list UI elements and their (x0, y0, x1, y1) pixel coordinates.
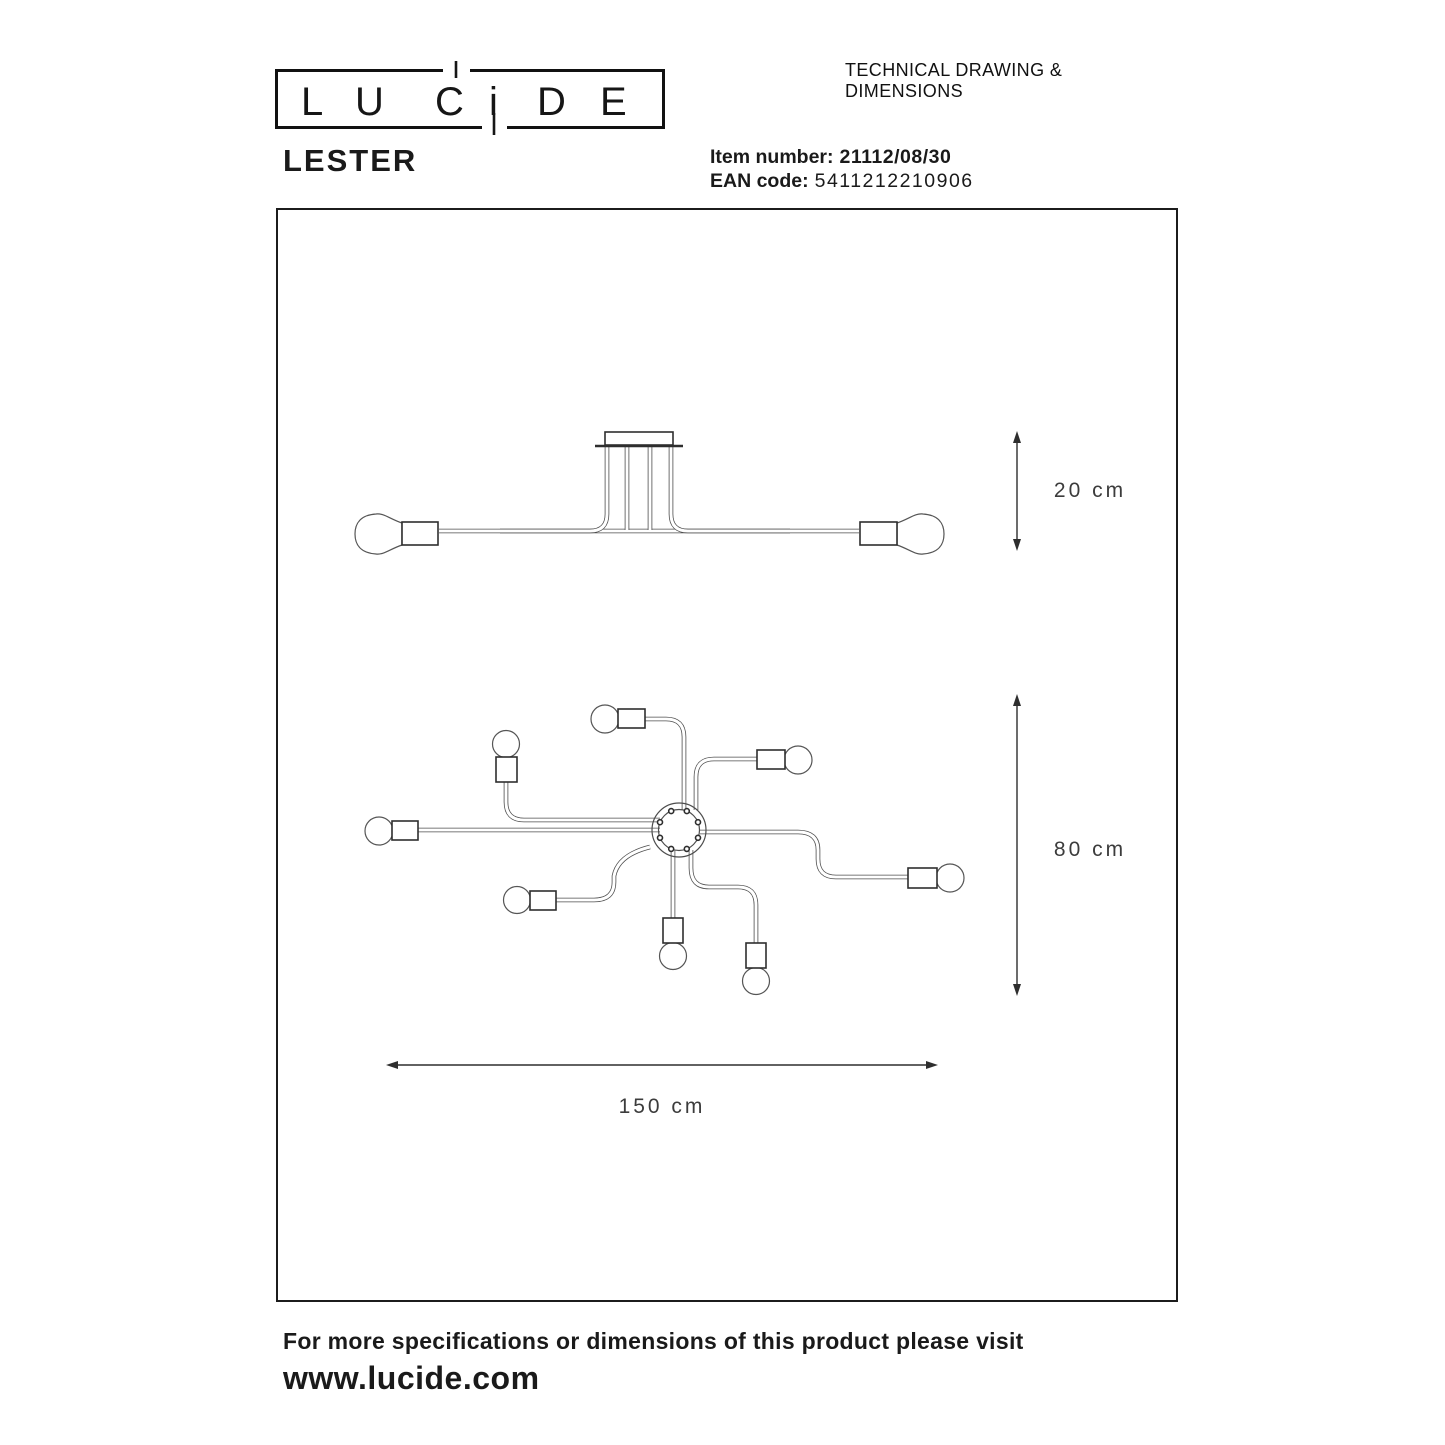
bulb-upper-left (491, 729, 521, 759)
logo-letter: D (537, 80, 566, 124)
top-view-drawing (364, 704, 965, 996)
product-name: LESTER (283, 143, 418, 178)
arrow-up-icon (1013, 694, 1021, 706)
socket-upper-left (495, 756, 518, 783)
bulb-side-right (896, 513, 945, 555)
item-number-label: Item number: (710, 146, 834, 168)
depth-dimension: 80 cm (1013, 694, 1126, 996)
socket-upper-right (756, 749, 786, 770)
socket-side-left (401, 521, 439, 546)
hub-connectors (656, 807, 702, 853)
socket-bottom (662, 917, 684, 944)
footer-note: For more specifications or dimensions of… (283, 1328, 1024, 1354)
item-number-value: 21112/08/30 (839, 146, 952, 168)
logo-letter: U (355, 80, 384, 124)
ean-code-value: 5411212210906 (814, 170, 974, 192)
top-view-bulbs (364, 704, 965, 996)
side-view-arms (439, 446, 859, 531)
arrow-down-icon (1013, 984, 1021, 996)
side-view-drawing (354, 431, 945, 555)
drawing-frame (276, 208, 1178, 1302)
bulb-right (935, 863, 965, 893)
arrow-down-icon (1013, 539, 1021, 551)
logo-letter: E (600, 80, 627, 124)
socket-right (907, 867, 938, 889)
bulb-left (364, 816, 394, 846)
socket-left (391, 820, 419, 841)
ceiling-canopy (604, 431, 674, 446)
socket-top (617, 708, 646, 729)
bulb-upper-right (783, 745, 813, 775)
width-dimension-label: 150 cm (619, 1095, 706, 1118)
bulb-lower-left (502, 885, 532, 915)
hub-outer-ring (651, 802, 707, 858)
footer-website: www.lucide.com (283, 1360, 540, 1396)
top-view-sockets (391, 708, 938, 969)
page-title: TECHNICAL DRAWING & DIMENSIONS (845, 60, 1063, 101)
top-view-arms (417, 719, 908, 943)
lucide-logo: L U C i D E (275, 61, 665, 135)
width-dimension: 150 cm (386, 1061, 938, 1118)
bulb-top (590, 704, 620, 734)
socket-lower-left (529, 890, 557, 911)
arrow-left-icon (386, 1061, 398, 1069)
bulb-bottom (658, 941, 688, 971)
product-codes: Item number: 21112/08/30 EAN code: 54112… (710, 145, 974, 193)
arrow-right-icon (926, 1061, 938, 1069)
bulb-side-left (354, 513, 403, 555)
ean-code-label: EAN code: (710, 170, 809, 192)
arrow-up-icon (1013, 431, 1021, 443)
height-dimension: 20 cm (1013, 431, 1126, 551)
bulb-bottom-right (741, 966, 771, 996)
logo-border (275, 69, 665, 129)
depth-dimension-label: 80 cm (1054, 838, 1126, 861)
item-number-row: Item number: 21112/08/30 (710, 145, 974, 169)
ceiling-hub (651, 802, 707, 858)
logo-letters: L U C i D E (301, 80, 627, 124)
logo-letter: i (489, 80, 498, 124)
socket-side-right (859, 521, 898, 546)
logo-letter: C (435, 80, 464, 124)
height-dimension-label: 20 cm (1054, 479, 1126, 502)
socket-bottom-right (745, 942, 767, 969)
hub-inner-ring (657, 808, 701, 852)
logo-letter: L (301, 80, 323, 124)
ean-code-row: EAN code: 5411212210906 (710, 169, 974, 193)
